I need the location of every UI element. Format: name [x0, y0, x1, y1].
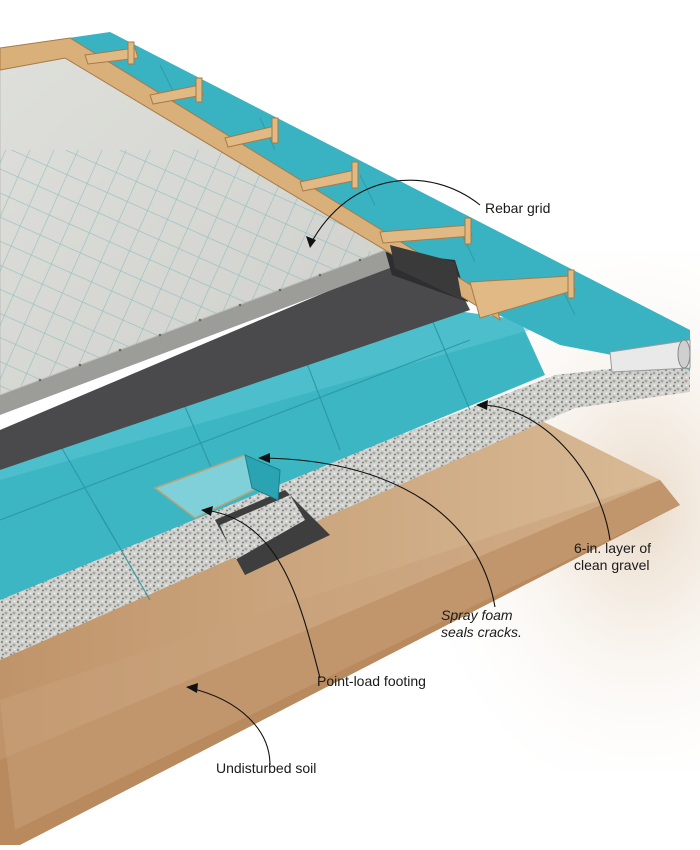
gravel-label-line1: 6-in. layer of: [574, 540, 652, 556]
undisturbed-soil-label: Undisturbed soil: [216, 760, 317, 776]
foam-leader: [261, 457, 496, 608]
spray-foam-label: Spray foam seals cracks.: [441, 607, 522, 641]
gravel-label-line2: clean gravel: [574, 557, 650, 573]
point-load-footing-label: Point-load footing: [317, 673, 426, 689]
vapor-barrier-roll: [609, 339, 691, 373]
form-braces: [84, 41, 576, 319]
slab-edge: [0, 250, 390, 415]
gravel-label: 6-in. layer of clean gravel: [574, 540, 651, 574]
gravel-layer: [0, 360, 690, 660]
spray-foam-label-line1: Spray foam: [441, 607, 513, 623]
rebar-chairs: [38, 258, 362, 382]
rebar-leader: [309, 179, 481, 246]
foam-board-insulation: [0, 300, 545, 600]
gravel-leader: [479, 404, 611, 541]
rebar-grid-label: Rebar grid: [485, 200, 551, 216]
soil-leader: [189, 687, 271, 766]
vapor-barrier: [0, 265, 470, 470]
spray-foam-label-line2: seals cracks.: [441, 624, 522, 640]
footing-leader: [204, 509, 321, 679]
spray-foam-seal: [244, 454, 281, 501]
leader-arrowheads: [186, 236, 488, 693]
leader-lines: [189, 179, 611, 766]
